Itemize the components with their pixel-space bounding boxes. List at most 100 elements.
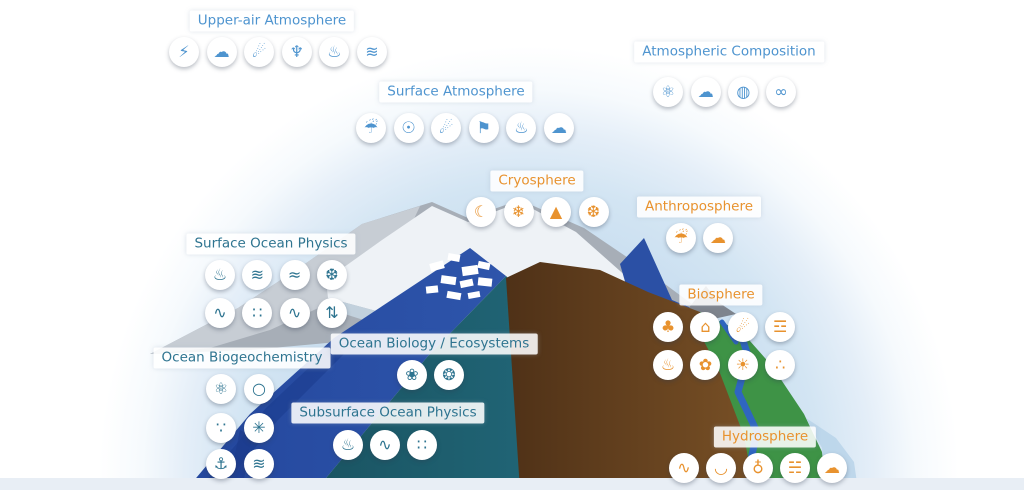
albedo-glyph: ☄ [735, 317, 750, 336]
lakes-glyph: ◡ [714, 458, 728, 477]
soil-carbon-glyph: ∴ [775, 355, 786, 374]
surface-radiation-budget-icon[interactable]: ☄ [431, 113, 462, 143]
surface-temperature-icon[interactable]: ♨ [506, 113, 537, 143]
aerosols-glyph: ☁ [697, 82, 714, 101]
earth-cross-section [506, 262, 780, 490]
ocean-surface-stress-glyph: ∿ [213, 303, 227, 322]
earth-radiation-budget-glyph: ☄ [252, 42, 267, 61]
albedo-icon[interactable]: ☄ [727, 312, 758, 342]
snow-icon[interactable]: ❄ [503, 197, 534, 227]
aerosol-ozone-precursors-icon[interactable]: ∞ [766, 77, 797, 107]
subsurface-salinity-glyph: ∷ [416, 435, 428, 454]
surface-atmosphere-label: Surface Atmosphere [379, 81, 533, 103]
groundwater-icon[interactable]: ♁ [743, 453, 773, 483]
subsurface-ocean-physics-label: Subsurface Ocean Physics [291, 402, 485, 424]
subsurface-salinity-icon[interactable]: ∷ [407, 430, 437, 460]
ozone-icon[interactable]: ◍ [728, 77, 759, 107]
upper-air-water-vapour-icon[interactable]: ≋ [357, 37, 387, 67]
lightning-glyph: ⚡ [178, 42, 190, 61]
ocean-colour-glyph: ≋ [252, 454, 266, 473]
inorganic-carbon-icon[interactable]: ⚛ [206, 374, 236, 404]
river-discharge-icon[interactable]: ∿ [669, 453, 699, 483]
precipitation-icon[interactable]: ☔ [356, 113, 386, 143]
glaciers-icon[interactable]: ☾ [466, 197, 496, 227]
ocean-dark-stripe-2 [228, 430, 252, 490]
ice-sheets-ice-shelves-glyph: ▲ [549, 202, 563, 221]
surface-water-vapour-icon[interactable]: ☁ [544, 113, 574, 143]
sea-ice-shards [425, 253, 493, 301]
surface-radiation-budget-glyph: ☄ [439, 118, 454, 137]
surface-ocean-physics-label: Surface Ocean Physics [186, 233, 356, 255]
ocean-biogeochemistry-label: Ocean Biogeochemistry [153, 347, 331, 369]
ocean-surface-stress-icon[interactable]: ∿ [205, 298, 235, 328]
terrestrial-water-storage-icon[interactable]: ☁ [817, 453, 847, 483]
ocean-surface-heat-flux-icon[interactable]: ⇅ [316, 298, 347, 328]
sea-ice-glyph: ❆ [325, 265, 339, 284]
upper-air-wind-icon[interactable]: ♆ [281, 37, 312, 67]
biosphere-label: Biosphere [679, 284, 763, 306]
lightning-icon[interactable]: ⚡ [169, 37, 199, 67]
land-surface-temperature-icon[interactable]: ♨ [653, 350, 683, 380]
subsurface-temperature-icon[interactable]: ♨ [333, 430, 363, 460]
land-cover-icon[interactable]: ⌂ [690, 312, 721, 342]
surface-currents-icon[interactable]: ∿ [279, 298, 310, 328]
glaciers-glyph: ☾ [473, 202, 489, 221]
aerosols-icon[interactable]: ☁ [690, 77, 721, 107]
sea-level-glyph: ≈ [287, 265, 302, 284]
upper-air-wind-glyph: ♆ [289, 42, 304, 61]
upper-air-temperature-glyph: ♨ [327, 42, 342, 61]
upper-air-temperature-icon[interactable]: ♨ [319, 37, 350, 67]
ocean-colour-icon[interactable]: ≋ [244, 449, 274, 479]
oxygen-icon[interactable]: ○ [244, 374, 274, 404]
anthropogenic-water-use-glyph: ☔ [673, 228, 689, 247]
nutrients-icon[interactable]: ∵ [206, 413, 236, 443]
clouds-glyph: ☁ [213, 42, 230, 61]
soil-moisture-glyph: ☵ [787, 458, 803, 477]
ice-sheets-ice-shelves-icon[interactable]: ▲ [541, 197, 571, 227]
soil-carbon-icon[interactable]: ∴ [765, 350, 796, 380]
subsurface-temperature-glyph: ♨ [340, 435, 356, 454]
anthropogenic-ghg-fluxes-icon[interactable]: ☁ [703, 223, 733, 253]
transient-tracers-glyph: ⚓ [213, 454, 229, 473]
surface-pressure-icon[interactable]: ☉ [393, 113, 424, 143]
sea-surface-salinity-icon[interactable]: ∷ [242, 298, 273, 328]
sea-level-icon[interactable]: ≈ [279, 260, 310, 290]
subsurface-currents-icon[interactable]: ∿ [370, 430, 400, 460]
sea-surface-temperature-icon[interactable]: ♨ [205, 260, 235, 290]
sea-state-icon[interactable]: ≋ [242, 260, 273, 290]
plankton-icon[interactable]: ❂ [434, 360, 464, 390]
nitrous-oxide-glyph: ✳ [252, 418, 266, 437]
soil-moisture-icon[interactable]: ☵ [780, 453, 810, 483]
lakes-icon[interactable]: ◡ [706, 453, 736, 483]
earth-radiation-budget-icon[interactable]: ☄ [244, 37, 275, 67]
greenhouse-gases-glyph: ⚛ [660, 82, 676, 101]
greenhouse-gases-icon[interactable]: ⚛ [653, 77, 683, 107]
ocean-biology-ecosystems-label: Ocean Biology / Ecosystems [330, 333, 538, 355]
leaf-area-index-icon[interactable]: ✿ [690, 350, 721, 380]
fapar-icon[interactable]: ☀ [727, 350, 758, 380]
anthroposphere-label: Anthroposphere [636, 196, 762, 218]
subsurface-currents-glyph: ∿ [378, 435, 392, 454]
clouds-icon[interactable]: ☁ [206, 37, 237, 67]
marine-habitats-icon[interactable]: ❀ [397, 360, 427, 390]
surface-temperature-glyph: ♨ [514, 118, 529, 137]
sea-state-glyph: ≋ [250, 265, 264, 284]
sea-ice-icon[interactable]: ❆ [316, 260, 347, 290]
plankton-glyph: ❂ [442, 365, 456, 384]
nitrous-oxide-icon[interactable]: ✳ [244, 413, 274, 443]
anthropogenic-water-use-icon[interactable]: ☔ [666, 223, 696, 253]
above-ground-biomass-icon[interactable]: ♣ [653, 312, 683, 342]
surface-pressure-glyph: ☉ [401, 118, 416, 137]
surface-water-vapour-glyph: ☁ [551, 118, 567, 137]
surface-currents-glyph: ∿ [287, 303, 302, 322]
surface-wind-icon[interactable]: ⚑ [468, 113, 499, 143]
permafrost-icon[interactable]: ❆ [578, 197, 609, 227]
transient-tracers-icon[interactable]: ⚓ [206, 449, 236, 479]
groundwater-glyph: ♁ [752, 458, 764, 477]
fapar-glyph: ☀ [735, 355, 750, 374]
fire-icon[interactable]: ☲ [765, 312, 796, 342]
terrestrial-water-storage-glyph: ☁ [824, 458, 840, 477]
ozone-glyph: ◍ [736, 82, 751, 101]
